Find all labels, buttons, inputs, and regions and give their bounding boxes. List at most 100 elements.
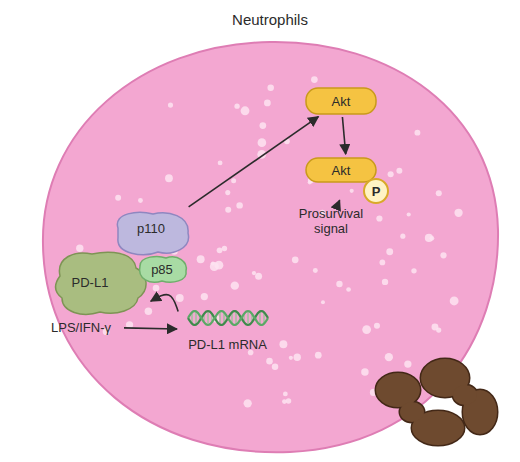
- granule: [257, 150, 266, 159]
- granule: [115, 195, 121, 201]
- helix-rung: [219, 311, 220, 324]
- granule: [225, 190, 230, 195]
- node-label: p85: [134, 254, 190, 284]
- nucleus-lobe: [376, 373, 420, 407]
- granule: [436, 328, 441, 333]
- granule: [222, 246, 227, 251]
- node-label: PD-L1: [54, 268, 126, 296]
- helix-rung: [195, 311, 196, 324]
- granule: [321, 300, 325, 304]
- granule: [234, 104, 239, 109]
- granule: [311, 76, 318, 83]
- granule: [76, 245, 83, 252]
- granule: [244, 399, 252, 407]
- helix-strand: [188, 311, 268, 325]
- node-label: Akt: [305, 157, 377, 183]
- cell-title: Neutrophils: [40, 8, 500, 30]
- granule: [396, 168, 402, 174]
- phospho-akt: AktP: [305, 157, 391, 203]
- node-label: LPS/IFN-γ: [40, 316, 122, 338]
- granule: [215, 261, 224, 270]
- phosphate-circle: [364, 179, 388, 203]
- granule: [218, 160, 223, 165]
- stimulus-label: LPS/IFN-γ: [40, 316, 122, 338]
- p110-subunit: p110: [108, 208, 194, 258]
- granule: [231, 178, 236, 183]
- node-label: PD-L1 mRNA: [180, 333, 275, 355]
- granule: [236, 202, 242, 208]
- nucleus-lobe-outline: [400, 402, 424, 422]
- granule: [286, 398, 292, 404]
- node-label: Akt: [305, 87, 377, 115]
- granule: [272, 363, 279, 370]
- granule: [279, 340, 287, 348]
- akt-shape: [306, 88, 376, 114]
- pd-l1-receptor: PD-L1: [52, 246, 148, 318]
- granule: [197, 255, 205, 263]
- granule: [350, 189, 354, 193]
- granules: [76, 76, 463, 407]
- granule: [454, 209, 462, 217]
- helix-rung: [259, 311, 260, 324]
- granule: [315, 352, 322, 359]
- neutrophil-cell: Neutrophilsp110p85AktAktPPD-L1Prosurviva…: [40, 40, 500, 455]
- granule: [294, 354, 301, 361]
- p85-subunit: p85: [134, 254, 190, 284]
- granule: [436, 190, 442, 196]
- granule: [407, 212, 411, 216]
- granule: [404, 360, 411, 367]
- granule: [283, 392, 288, 397]
- phosphate-label: P: [364, 179, 388, 203]
- node-label: p110: [108, 214, 194, 242]
- nucleus-lobe: [453, 385, 477, 405]
- granule: [379, 260, 385, 266]
- helix-rung: [247, 311, 248, 325]
- granule: [252, 271, 256, 275]
- granule: [400, 234, 405, 239]
- neutrophil-cell-outline: [40, 40, 500, 455]
- granule: [126, 321, 133, 328]
- helix-strand: [188, 311, 268, 325]
- granule: [138, 198, 143, 203]
- cell-membrane: [43, 42, 498, 452]
- granule: [255, 273, 262, 280]
- granule: [382, 279, 388, 285]
- granule: [201, 293, 208, 300]
- granule: [440, 252, 446, 258]
- granule: [168, 103, 173, 108]
- granule: [374, 323, 380, 329]
- granule: [313, 268, 318, 273]
- nucleus-lobe: [400, 402, 424, 422]
- granule: [292, 256, 299, 263]
- granule: [176, 294, 184, 302]
- granule: [264, 100, 271, 107]
- granule: [267, 85, 274, 92]
- granule: [217, 247, 223, 253]
- granule: [414, 130, 420, 136]
- mrna-strand: PD-L1 mRNA: [180, 303, 275, 357]
- helix-rung: [207, 311, 208, 325]
- nucleus: [376, 359, 497, 445]
- granule: [450, 297, 459, 306]
- granule: [284, 138, 290, 144]
- nucleus-lobe-outline: [376, 373, 420, 407]
- granule: [385, 353, 393, 361]
- nucleus-lobe-outline: [453, 385, 477, 405]
- granule: [153, 285, 160, 292]
- granule: [411, 268, 416, 273]
- granule: [225, 207, 231, 213]
- granule: [362, 325, 371, 334]
- signal-label: Prosurvival signal: [290, 203, 372, 239]
- granule: [145, 307, 153, 315]
- akt-protein: Akt: [305, 87, 377, 115]
- granule: [430, 236, 435, 241]
- granule: [361, 368, 368, 375]
- granule: [346, 287, 351, 292]
- granule: [259, 122, 266, 129]
- granule: [376, 215, 382, 221]
- granule: [241, 106, 250, 115]
- node-label: Prosurvival signal: [290, 203, 372, 239]
- granule: [266, 358, 273, 365]
- granule: [231, 281, 239, 289]
